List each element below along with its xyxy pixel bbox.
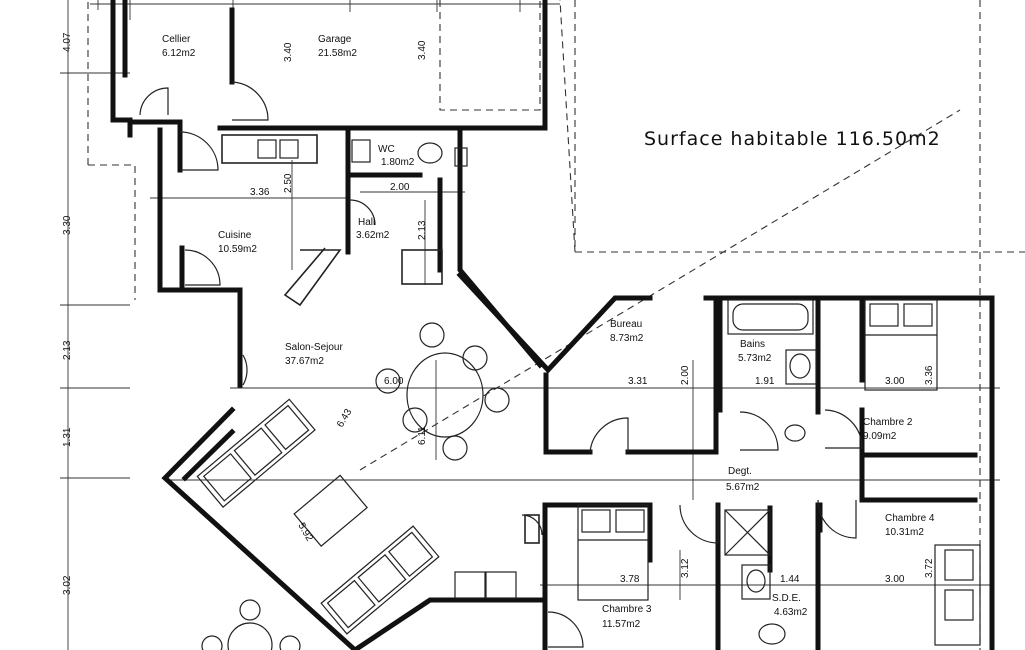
room-name-cellier: Cellier bbox=[162, 34, 191, 45]
room-name-garage: Garage bbox=[318, 34, 352, 45]
dim-label: 6.43 bbox=[335, 407, 354, 430]
dim-label: 2.13 bbox=[417, 220, 428, 240]
dim-label: 4.07 bbox=[62, 32, 73, 52]
room-name-cuisine: Cuisine bbox=[218, 230, 252, 241]
room-area-garage: 21.58m2 bbox=[318, 48, 357, 59]
room-area-bureau: 8.73m2 bbox=[610, 333, 644, 344]
dimension-lines bbox=[60, 0, 1000, 650]
dim-label: 3.78 bbox=[620, 574, 640, 585]
room-area-chambre3: 11.57m2 bbox=[602, 619, 641, 630]
dim-label: 2.13 bbox=[62, 340, 73, 360]
dim-label: 3.36 bbox=[250, 187, 270, 198]
room-name-salon: Salon-Sejour bbox=[285, 342, 343, 353]
dim-label: 2.00 bbox=[680, 365, 691, 385]
dim-label: 3.00 bbox=[885, 376, 905, 387]
walls bbox=[110, 0, 995, 650]
dim-label: 3.36 bbox=[924, 365, 935, 385]
dim-label: 5.92 bbox=[295, 521, 314, 544]
dim-label: 3.12 bbox=[680, 558, 691, 578]
room-area-wc: 1.80m2 bbox=[381, 157, 415, 168]
room-name-degt: Degt. bbox=[728, 466, 752, 477]
room-name-chambre3: Chambre 3 bbox=[602, 604, 652, 615]
dim-label: 1.31 bbox=[62, 427, 73, 447]
room-name-hall: Hall bbox=[358, 217, 375, 228]
room-name-sde: S.D.E. bbox=[772, 593, 801, 604]
dim-label: 3.40 bbox=[283, 42, 294, 62]
dim-label: 6.11 bbox=[417, 426, 428, 445]
dim-label: 2.00 bbox=[390, 182, 410, 193]
room-area-chambre4: 10.31m2 bbox=[885, 527, 924, 538]
dim-label: 3.00 bbox=[885, 574, 905, 585]
dim-label: 2.50 bbox=[283, 173, 294, 193]
dim-label: 6.00 bbox=[384, 376, 404, 387]
room-name-chambre4: Chambre 4 bbox=[885, 513, 935, 524]
room-area-cellier: 6.12m2 bbox=[162, 48, 196, 59]
room-area-salon: 37.67m2 bbox=[285, 356, 324, 367]
room-name-wc: WC bbox=[378, 144, 395, 155]
dim-label: 1.91 bbox=[755, 376, 775, 387]
dim-label: 3.40 bbox=[417, 40, 428, 60]
dim-label: 3.72 bbox=[924, 558, 935, 578]
room-area-bains: 5.73m2 bbox=[738, 353, 772, 364]
dim-label: 1.44 bbox=[780, 574, 800, 585]
room-name-bureau: Bureau bbox=[610, 319, 642, 330]
room-area-cuisine: 10.59m2 bbox=[218, 244, 257, 255]
dashed-outlines bbox=[87, 0, 1025, 650]
room-area-sde: 4.63m2 bbox=[774, 607, 808, 618]
fixtures bbox=[196, 134, 981, 650]
room-area-chambre2: 9.09m2 bbox=[863, 431, 897, 442]
room-name-bains: Bains bbox=[740, 339, 765, 350]
surface-habitable-title: Surface habitable 116.50m2 bbox=[644, 128, 941, 150]
room-labels: Cellier 6.12m2 Garage 21.58m2 WC 1.80m2 … bbox=[162, 34, 935, 630]
dim-label: 3.30 bbox=[62, 215, 73, 235]
room-area-hall: 3.62m2 bbox=[356, 230, 390, 241]
dim-label: 3.31 bbox=[628, 376, 648, 387]
room-name-chambre2: Chambre 2 bbox=[863, 417, 913, 428]
dim-label: 3.02 bbox=[62, 575, 73, 595]
room-area-degt: 5.67m2 bbox=[726, 482, 760, 493]
door-swings bbox=[139, 81, 863, 648]
